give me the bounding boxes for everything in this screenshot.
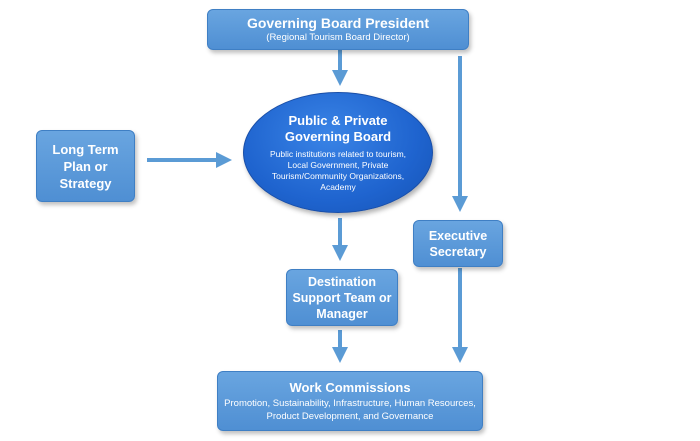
executive-secretary-title: Executive Secretary [428,228,488,259]
executive-secretary-box: Executive Secretary [413,220,503,267]
long-term-plan-box: Long Term Plan or Strategy [36,130,135,202]
president-box: Governing Board President (Regional Tour… [207,9,469,50]
board-title-line2: Governing Board [284,128,392,144]
work-commissions-title: Work Commissions [289,380,411,395]
destination-support-box: Destination Support Team or Manager [286,269,398,326]
work-commissions-box: Work Commissions Promotion, Sustainabili… [217,371,483,431]
long-term-plan-title: Long Term Plan or Strategy [52,141,119,191]
board-title-line1: Public & Private [288,112,388,128]
governing-board-ellipse: Public & Private Governing Board Public … [243,92,433,213]
president-subtitle: (Regional Tourism Board Director) [266,32,410,43]
board-description: Public institutions related to tourism, … [269,148,407,192]
work-commissions-description: Promotion, Sustainability, Infrastructur… [224,398,476,422]
president-title: Governing Board President [246,15,430,31]
destination-support-title: Destination Support Team or Manager [292,274,392,321]
